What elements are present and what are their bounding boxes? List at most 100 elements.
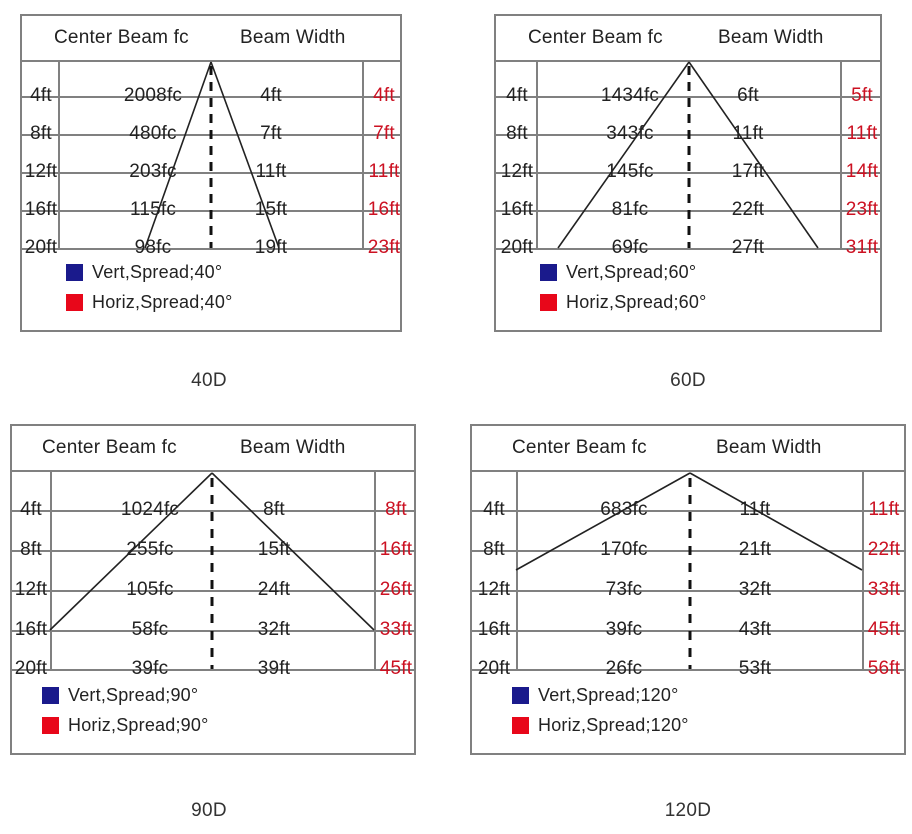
cell-beam-width-vert: 7ft: [260, 123, 282, 144]
panel-120d-legend: Vert,Spread;120° Horiz,Spread;120°: [472, 675, 904, 753]
cell-beam-width-vert: 19ft: [254, 237, 288, 258]
grid-vline-right: [374, 470, 376, 671]
panel-caption-90d: 90D: [191, 800, 227, 821]
cell-beam-width-horiz: 8ft: [385, 499, 407, 520]
beam-diagram: [515, 472, 863, 669]
header-center-beam-fc: Center Beam fc: [528, 27, 663, 48]
grid-vline-right: [840, 60, 842, 250]
cell-distance: 16ft: [24, 199, 58, 220]
panel-120d: Center Beam fc Beam Width 4ft 8ft 12f: [470, 424, 906, 755]
cell-center-beam-fc: 480fc: [129, 123, 177, 144]
legend-row-horiz: Horiz,Spread;60°: [540, 292, 706, 313]
cell-center-beam-fc: 203fc: [129, 161, 177, 182]
header-center-beam-fc: Center Beam fc: [54, 27, 189, 48]
legend-label-horiz: Horiz,Spread;60°: [566, 292, 707, 312]
cell-center-beam-fc: 343fc: [606, 123, 654, 144]
panel-90d-frame: Center Beam fc Beam Width 4ft 8ft 12f: [10, 424, 416, 755]
panel-60d-legend: Vert,Spread;60° Horiz,Spread;60°: [496, 254, 880, 328]
panel-90d: Center Beam fc Beam Width 4ft 8ft 12f: [10, 424, 416, 755]
cell-beam-width-vert: 21ft: [738, 539, 772, 560]
legend-label-vert: Vert,Spread;120°: [538, 685, 679, 705]
cell-beam-width-vert: 4ft: [260, 85, 282, 106]
grid-hline: [22, 134, 400, 136]
cell-distance: 12ft: [477, 579, 511, 600]
cell-beam-width-horiz: 45ft: [379, 658, 413, 679]
panel-60d: Center Beam fc Beam Width 4ft 8ft 12f: [494, 14, 882, 332]
panel-120d-header: Center Beam fc Beam Width: [472, 426, 904, 472]
grid-hline: [472, 510, 904, 512]
legend-label-vert: Vert,Spread;90°: [68, 685, 199, 705]
grid-hline: [472, 630, 904, 632]
cell-beam-width-horiz: 33ft: [867, 579, 901, 600]
cell-center-beam-fc: 105fc: [126, 579, 174, 600]
cell-center-beam-fc: 69fc: [611, 237, 649, 258]
legend-row-horiz: Horiz,Spread;90°: [42, 715, 208, 736]
grid-hline: [472, 669, 904, 671]
cell-distance: 8ft: [30, 123, 52, 144]
grid-hline: [12, 510, 414, 512]
panel-40d-grid: 4ft 8ft 12ft 16ft 20ft 2008fc 480fc 203f…: [22, 60, 401, 258]
panel-90d-grid: 4ft 8ft 12ft 16ft 20ft 1024fc 255fc 105f…: [12, 470, 414, 679]
panel-caption-60d: 60D: [670, 370, 706, 391]
legend-swatch-horiz-icon: [66, 294, 83, 311]
cell-beam-width-horiz: 7ft: [373, 123, 395, 144]
grid-hline: [472, 550, 904, 552]
cell-distance: 8ft: [20, 539, 42, 560]
cell-beam-width-horiz: 5ft: [851, 85, 873, 106]
cell-distance: 4ft: [20, 499, 42, 520]
cell-center-beam-fc: 58fc: [131, 619, 169, 640]
grid-hline: [496, 210, 880, 212]
header-center-beam-fc: Center Beam fc: [512, 437, 647, 458]
cell-distance: 16ft: [500, 199, 534, 220]
cell-beam-width-vert: 15ft: [254, 199, 288, 220]
cell-distance: 20ft: [14, 658, 48, 679]
cell-beam-width-horiz: 11ft: [868, 499, 900, 520]
cell-distance: 4ft: [506, 85, 528, 106]
cell-distance: 12ft: [500, 161, 534, 182]
cell-center-beam-fc: 73fc: [605, 579, 643, 600]
grid-hline: [12, 550, 414, 552]
cell-beam-width-vert: 27ft: [731, 237, 765, 258]
legend-label-vert: Vert,Spread;60°: [566, 262, 697, 282]
cell-beam-width-horiz: 26ft: [379, 579, 413, 600]
legend-swatch-horiz-icon: [512, 717, 529, 734]
cell-beam-width-vert: 39ft: [257, 658, 291, 679]
cell-center-beam-fc: 39fc: [131, 658, 169, 679]
cell-beam-width-vert: 24ft: [257, 579, 291, 600]
cell-distance: 12ft: [24, 161, 58, 182]
cell-distance: 4ft: [30, 85, 52, 106]
legend-label-vert: Vert,Spread;40°: [92, 262, 223, 282]
grid-hline: [12, 630, 414, 632]
cell-center-beam-fc: 1434fc: [600, 85, 660, 106]
grid-hline: [472, 590, 904, 592]
cell-beam-width-vert: 11ft: [739, 499, 771, 520]
cell-beam-width-horiz: 31ft: [845, 237, 879, 258]
cell-distance: 8ft: [506, 123, 528, 144]
grid-vline-right: [362, 60, 364, 250]
cell-distance: 12ft: [14, 579, 48, 600]
cell-beam-width-vert: 6ft: [737, 85, 759, 106]
cell-center-beam-fc: 98fc: [134, 237, 172, 258]
legend-row-vert: Vert,Spread;90°: [42, 685, 198, 706]
cell-beam-width-horiz: 16ft: [367, 199, 401, 220]
panel-90d-legend: Vert,Spread;90° Horiz,Spread;90°: [12, 675, 414, 753]
cell-beam-width-vert: 11ft: [732, 123, 764, 144]
legend-row-vert: Vert,Spread;40°: [66, 262, 222, 283]
legend-label-horiz: Horiz,Spread;40°: [92, 292, 233, 312]
cell-beam-width-horiz: 14ft: [845, 161, 879, 182]
legend-swatch-vert-icon: [540, 264, 557, 281]
cell-distance: 16ft: [14, 619, 48, 640]
panel-40d-legend: Vert,Spread;40° Horiz,Spread;40°: [22, 254, 400, 328]
cell-distance: 20ft: [24, 237, 58, 258]
cell-center-beam-fc: 115fc: [129, 199, 177, 220]
panel-60d-grid: 4ft 8ft 12ft 16ft 20ft 1434fc 343fc 145f…: [496, 60, 880, 258]
cell-distance: 8ft: [483, 539, 505, 560]
cell-beam-width-vert: 43ft: [738, 619, 772, 640]
cell-beam-width-vert: 8ft: [263, 499, 285, 520]
cell-beam-width-horiz: 4ft: [373, 85, 395, 106]
grid-vline-left: [50, 470, 52, 671]
legend-row-horiz: Horiz,Spread;40°: [66, 292, 232, 313]
legend-swatch-vert-icon: [42, 687, 59, 704]
grid-hline: [22, 96, 400, 98]
grid-hline: [12, 669, 414, 671]
